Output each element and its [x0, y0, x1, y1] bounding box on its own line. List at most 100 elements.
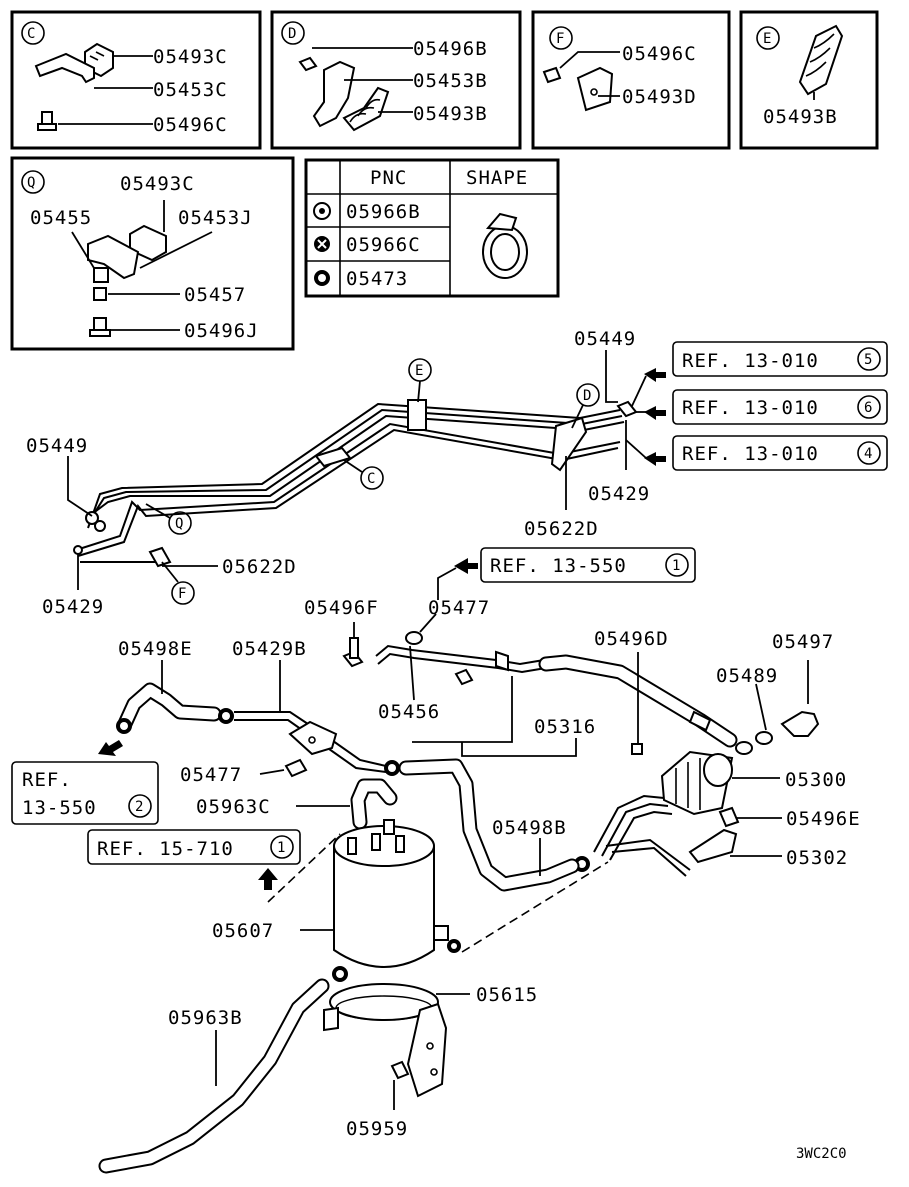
svg-text:Q: Q [175, 516, 183, 532]
inset-d: D 05496B 05453B 05493B [270, 10, 522, 150]
fuel-lines [73, 399, 638, 568]
label-05493c-inset-c: 05493C [153, 46, 228, 68]
svg-text:REF. 15-710: REF. 15-710 [97, 838, 234, 860]
marker-e: E [408, 358, 432, 403]
marker-c: C [343, 459, 384, 490]
pnc-row-05473: 05473 [346, 268, 408, 290]
bolt-05477: 05477 [180, 758, 308, 786]
label-05489: 05489 [716, 665, 778, 687]
inset-d-letter: D [288, 26, 296, 42]
label-05429b: 05429B [232, 638, 307, 660]
svg-text:6: 6 [864, 400, 872, 416]
label-05477-top: 05477 [428, 597, 490, 619]
label-05963c: 05963C [196, 796, 271, 818]
label-05493b-inset-d: 05493B [413, 103, 488, 125]
svg-text:1: 1 [277, 840, 285, 856]
band-05615: 05615 05959 [323, 983, 538, 1140]
shape-header: SHAPE [466, 167, 528, 189]
label-05615: 05615 [476, 984, 538, 1006]
label-05496f: 05496F [304, 597, 379, 619]
label-05456: 05456 [378, 701, 440, 723]
inset-q-letter: Q [27, 175, 35, 191]
pipe-05429b: 05429B [232, 638, 387, 773]
label-05453b-inset-d: 05453B [413, 70, 488, 92]
svg-text:D: D [583, 388, 591, 404]
label-05453c-inset-c: 05453C [153, 79, 228, 101]
hose-clamp-shape [482, 212, 528, 279]
label-05497: 05497 [772, 631, 834, 653]
label-05622d-left: 05622D [222, 556, 297, 578]
svg-text:13-550: 13-550 [22, 797, 97, 819]
ref-13-550-2[interactable]: REF. 13-550 2 [11, 740, 159, 825]
ref-15-710-1[interactable]: REF. 15-710 1 [87, 829, 341, 903]
svg-text:E: E [415, 363, 423, 379]
diagram-code: 3WC2C0 [796, 1146, 847, 1162]
svg-text:REF. 13-010: REF. 13-010 [682, 443, 819, 465]
label-05429-left: 05429 [42, 596, 104, 618]
pnc-row-05966c: 05966C [346, 234, 421, 256]
label-05493d-inset-f: 05493D [622, 86, 697, 108]
svg-text:2: 2 [135, 799, 143, 815]
label-05493c-inset-q: 05493C [120, 173, 195, 195]
inset-e-letter: E [763, 31, 771, 47]
svg-text:REF. 13-010: REF. 13-010 [682, 350, 819, 372]
pipe-05456: 05477 05456 [375, 597, 547, 723]
ref-13-010-5[interactable]: REF. 13-010 5 [631, 341, 888, 407]
inset-q: Q 05493C 05455 05453J 05457 05496J [10, 156, 295, 351]
hose-05498e: 05498E [116, 638, 234, 734]
canister-05607: 05607 [212, 819, 609, 968]
label-05959: 05959 [346, 1118, 408, 1140]
inset-c: C 05493C 05453C 05496C [10, 10, 262, 150]
label-05302: 05302 [786, 847, 848, 869]
marker-f: F [161, 561, 195, 605]
inset-e: E 05493B [739, 10, 879, 150]
svg-text:5: 5 [864, 352, 872, 368]
label-05449-left: 05449 [26, 435, 88, 457]
hose-05963c: 05963C [196, 778, 398, 830]
hose-05963b: 05963B [98, 978, 330, 1174]
label-05453j-inset-q: 05453J [178, 207, 253, 229]
hose-to-filter: 05496D 05497 05489 [538, 628, 834, 755]
ref-13-550-1[interactable]: REF. 13-550 1 [437, 547, 696, 600]
svg-text:REF. 13-550: REF. 13-550 [490, 555, 627, 577]
svg-text:REF.: REF. [22, 769, 72, 791]
label-05498b: 05498B [492, 817, 567, 839]
label-05316: 05316 [534, 716, 596, 738]
label-05622d-right: 05622D [524, 518, 599, 540]
svg-text:C: C [367, 471, 375, 487]
label-05963b: 05963B [168, 1007, 243, 1029]
label-05455-inset-q: 05455 [30, 207, 92, 229]
label-05300: 05300 [785, 769, 847, 791]
washer-05489 [755, 731, 773, 745]
label-05429-right: 05429 [588, 483, 650, 505]
hose-05498b: 05498B [398, 758, 580, 892]
bracket-05302: 05496E 05302 [688, 806, 860, 869]
ref-13-010-6[interactable]: REF. 13-010 6 [636, 389, 888, 425]
label-05457-inset-q: 05457 [184, 284, 246, 306]
svg-text:F: F [178, 586, 186, 602]
label-05496c-inset-f: 05496C [622, 43, 697, 65]
pnc-row-05966b: 05966B [346, 201, 421, 223]
clamp-symbol-1 [313, 202, 331, 220]
marker-d: D [571, 383, 600, 429]
inset-c-letter: C [27, 26, 35, 42]
svg-text:1: 1 [672, 558, 680, 574]
fuel-filter-05300: 05300 [660, 750, 847, 816]
marker-q: Q [145, 503, 192, 535]
inset-f: F 05496C 05493D [531, 10, 731, 150]
label-05498e: 05498E [118, 638, 193, 660]
label-05607: 05607 [212, 920, 274, 942]
label-05496d: 05496D [594, 628, 669, 650]
label-05496j-inset-q: 05496J [184, 320, 259, 342]
label-05449-top: 05449 [574, 328, 636, 350]
label-05496c-inset-c: 05496C [153, 114, 228, 136]
bolt-05497 [780, 710, 820, 737]
svg-text:4: 4 [864, 446, 872, 462]
svg-text:REF. 13-010: REF. 13-010 [682, 397, 819, 419]
pnc-header: PNC [370, 167, 407, 189]
label-05496b-inset-d: 05496B [413, 38, 488, 60]
label-05477-mid: 05477 [180, 764, 242, 786]
ref-13-010-4[interactable]: REF. 13-010 4 [625, 435, 888, 471]
bolt-05496f: 05496F [304, 597, 379, 668]
